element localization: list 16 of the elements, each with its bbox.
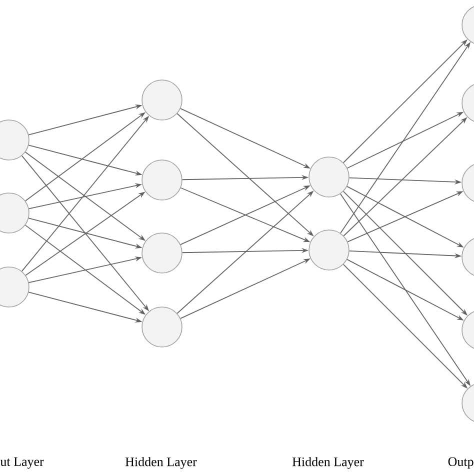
neuron-circle (462, 162, 474, 204)
layer-label: Hidden Layer (125, 457, 197, 469)
neuron-circle (308, 156, 350, 198)
neuron-circle (142, 232, 182, 274)
layer-label: Outp (448, 457, 474, 469)
neuron-circle (308, 230, 350, 270)
neuron-circle (142, 306, 182, 348)
layer-label: ut Layer (0, 457, 44, 469)
neuron-circle (462, 82, 474, 124)
neuron-circle (462, 4, 474, 46)
layer-label: Hidden Layer (292, 457, 364, 469)
neuron-circle (462, 310, 474, 350)
neuron-circle (142, 160, 182, 200)
neuron-circle (142, 80, 182, 120)
neuron-circle (462, 382, 474, 424)
neuron-circle (462, 236, 474, 278)
